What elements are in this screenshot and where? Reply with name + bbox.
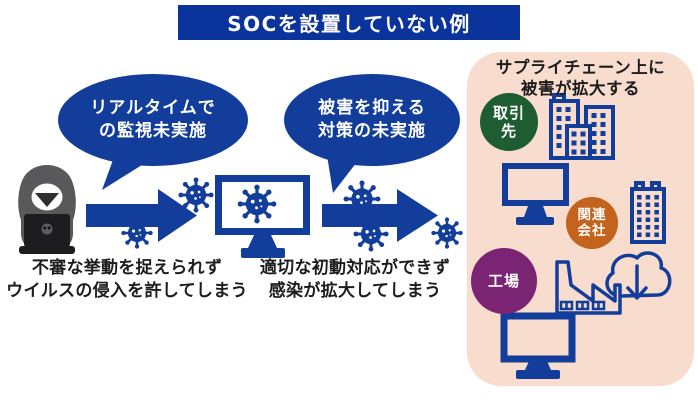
- caption-line: 適切な初動対応ができず: [259, 258, 451, 278]
- panel-title-line: サプライチェーン上に: [495, 58, 666, 77]
- speech-bubble-no-countermeasures: 被害を抑える 対策の未実施: [284, 74, 460, 166]
- bubble-text-line: リアルタイムで: [90, 98, 216, 119]
- caption-line: 感染が拡大してしまう: [268, 281, 442, 302]
- caption-line: ウイルスの侵入を許してしまう: [6, 281, 248, 302]
- infected-monitor-icon: [215, 175, 310, 258]
- supply-chain-panel-title: サプライチェーン上に 被害が拡大する: [467, 57, 694, 99]
- caption-intrusion: 不審な挙動を捉えられず ウイルスの侵入を許してしまう: [4, 257, 250, 303]
- flow-arrow: [86, 189, 197, 242]
- caption-spread: 適切な初動対応ができず 感染が拡大してしまう: [248, 257, 462, 303]
- node-label-line: 取引: [492, 104, 525, 122]
- bubble-text-line: の監視未実施: [99, 121, 207, 141]
- speech-bubble-no-monitoring: リアルタイムで の監視未実施: [58, 74, 248, 166]
- node-factory: 工場: [471, 248, 537, 314]
- tall-building-icon: [630, 181, 666, 244]
- node-label-line: 工場: [487, 272, 520, 290]
- hacker-icon: [18, 165, 76, 254]
- virus-icon: [177, 176, 215, 214]
- bubble-text-line: 被害を抑える: [318, 98, 426, 119]
- flow-arrow: [322, 189, 438, 242]
- monitor-icon: [502, 163, 569, 225]
- cloud-download-icon: [605, 251, 672, 300]
- bubble-text-line: 対策の未実施: [318, 121, 426, 141]
- node-business-partner: 取引 先: [480, 93, 538, 151]
- factory-icon: [555, 260, 622, 315]
- monitor-icon: [500, 312, 576, 379]
- caption-line: 不審な挙動を捉えられず: [31, 258, 223, 278]
- page-title: SOCを設置していない例: [178, 5, 520, 40]
- node-label-line: 先: [500, 122, 517, 140]
- node-label-line: 関連: [577, 206, 607, 223]
- panel-title-line: 被害が拡大する: [521, 79, 640, 99]
- virus-icon: [430, 216, 464, 250]
- node-label-line: 会社: [577, 223, 607, 239]
- node-affiliated-company: 関連 会社: [566, 197, 618, 249]
- office-buildings-icon: [549, 93, 615, 160]
